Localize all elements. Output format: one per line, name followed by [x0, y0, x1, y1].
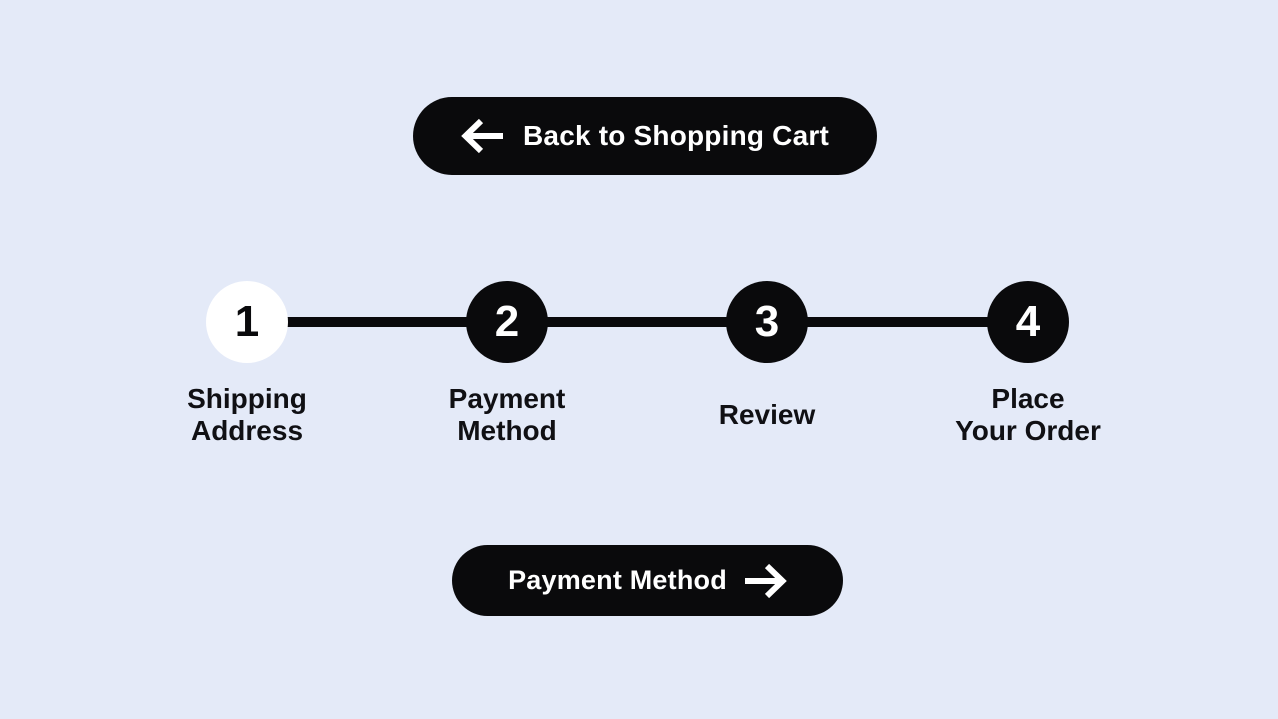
back-to-shopping-cart-button[interactable]: Back to Shopping Cart	[413, 97, 877, 175]
arrow-right-icon	[743, 562, 787, 600]
payment-method-next-button[interactable]: Payment Method	[452, 545, 843, 616]
stepper-connector-line	[247, 317, 1028, 327]
next-button-label: Payment Method	[508, 565, 727, 595]
step-review[interactable]: 3 Review	[647, 281, 887, 447]
step-label-place-your-order: Place Your Order	[955, 383, 1101, 446]
step-circle-1: 1	[206, 281, 288, 363]
arrow-left-icon	[461, 117, 505, 155]
step-payment-method[interactable]: 2 Payment Method	[387, 281, 627, 447]
step-label-review: Review	[718, 399, 816, 430]
step-shipping-address[interactable]: 1 Shipping Address	[127, 281, 367, 447]
step-circle-3: 3	[726, 281, 808, 363]
step-circle-4: 4	[987, 281, 1069, 363]
step-label-shipping-address: Shipping Address	[187, 383, 307, 446]
step-circle-2: 2	[466, 281, 548, 363]
step-place-your-order[interactable]: 4 Place Your Order	[908, 281, 1148, 447]
back-button-label: Back to Shopping Cart	[523, 120, 829, 151]
step-label-payment-method: Payment Method	[448, 383, 566, 446]
